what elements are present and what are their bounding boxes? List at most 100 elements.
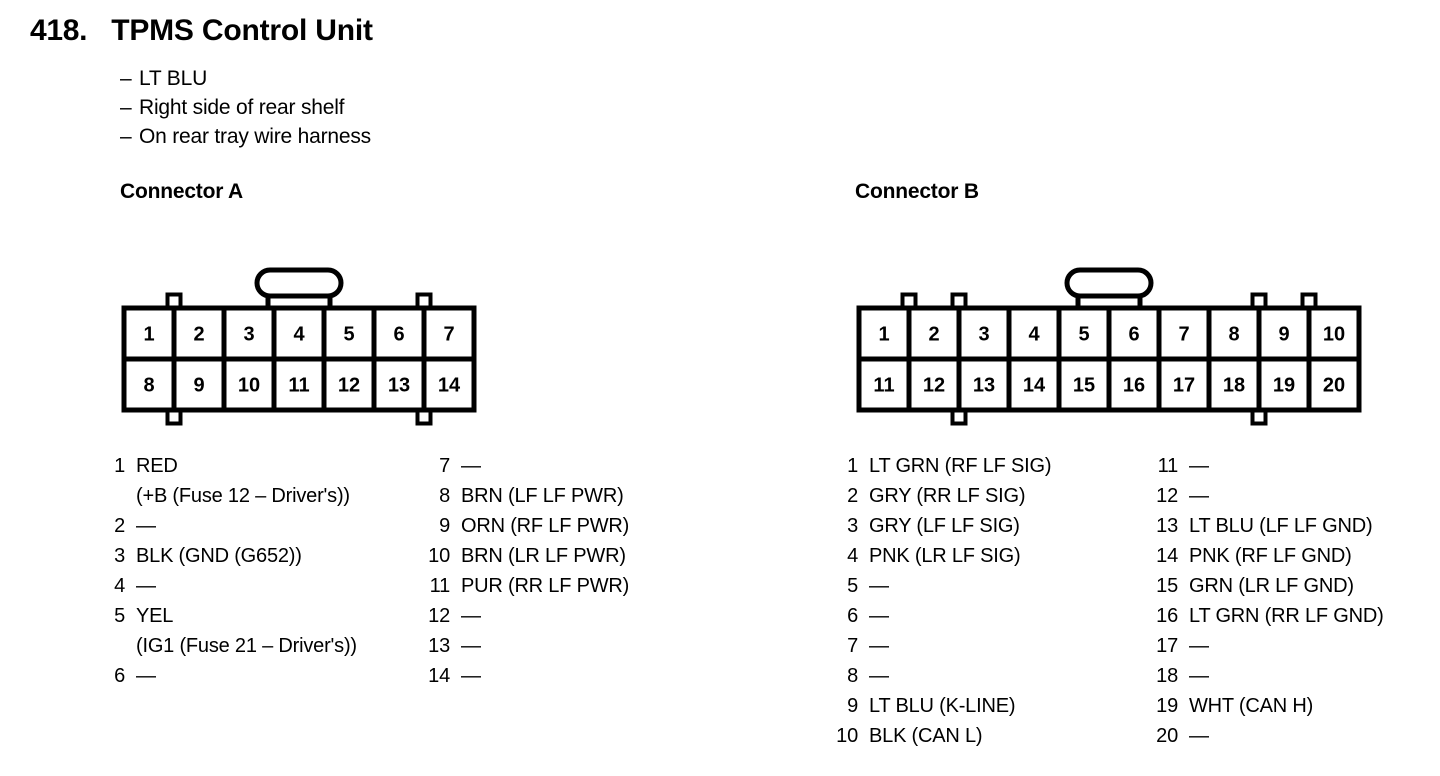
pin-cell-number: 2: [193, 324, 204, 346]
pin-row: 12—: [420, 605, 629, 635]
pin-number: 19: [1156, 695, 1178, 717]
pin-cell-number: 14: [1023, 375, 1046, 397]
pin-row: 9 LT BLU (K-LINE): [828, 695, 1148, 725]
pin-number: 4: [114, 575, 125, 597]
pin-description: ORN (RF LF PWR): [461, 515, 630, 537]
pin-cell-number: 3: [978, 324, 989, 346]
pin-description: (+B (Fuse 12 – Driver's)): [136, 485, 350, 507]
pin-description: RED: [136, 455, 178, 477]
pin-description: —: [1189, 455, 1209, 477]
pin-description: —: [1189, 635, 1209, 657]
pin-row: 11 PUR (RR LF PWR): [420, 575, 630, 605]
pin-description: —: [1189, 725, 1209, 747]
pin-row: 17—: [1148, 635, 1384, 665]
pin-row: 20 —: [1148, 725, 1384, 755]
pin-number: 16: [1156, 605, 1178, 627]
pin-number: 12: [428, 605, 450, 627]
list-item-label: On rear tray wire harness: [139, 125, 371, 148]
pin-cell-number: 6: [1128, 324, 1139, 346]
pin-row: 15 GRN (LR LF GND): [1148, 575, 1384, 605]
pin-cell-number: 12: [338, 375, 360, 397]
pin-description: —: [869, 635, 889, 657]
list-item: –Right side of rear shelf: [120, 93, 371, 122]
pin-number: 7: [439, 455, 450, 477]
pin-cell-number: 13: [973, 375, 995, 397]
pin-row-continuation: (IG1 (Fuse 21 – Driver's)): [95, 635, 420, 665]
pin-description: BRN (LF LF PWR): [461, 485, 624, 507]
pin-description: GRN (LR LF GND): [1189, 575, 1354, 597]
pin-description: PNK (LR LF SIG): [869, 545, 1021, 567]
pin-description: —: [136, 665, 156, 687]
pin-row: 12 —: [1148, 485, 1384, 515]
pin-number: 1: [114, 455, 125, 477]
pin-description: LT GRN (RR LF GND): [1189, 605, 1384, 627]
pin-cell-number: 17: [1173, 375, 1195, 397]
pin-cell-number: 14: [438, 375, 461, 397]
pin-cell-number: 8: [1228, 324, 1239, 346]
pin-number: 15: [1156, 575, 1178, 597]
pin-row: 7—: [828, 635, 1148, 665]
pin-cell-number: 5: [1078, 324, 1089, 346]
pin-description: BRN (LR LF PWR): [461, 545, 626, 567]
pin-number: 1: [847, 455, 858, 477]
pin-row: 8—: [828, 665, 1148, 695]
pin-row: 6—: [828, 605, 1148, 635]
pin-cell-number: 19: [1273, 375, 1295, 397]
pin-description: —: [869, 575, 889, 597]
pin-cell-number: 9: [1278, 324, 1289, 346]
pin-cell-number: 15: [1073, 375, 1095, 397]
pin-cell-number: 1: [878, 324, 889, 346]
pin-description: LT BLU (LF LF GND): [1189, 515, 1373, 537]
pin-number: 13: [1156, 515, 1178, 537]
pin-number: 11: [429, 575, 451, 597]
pin-cell-number: 7: [1178, 324, 1189, 346]
pin-row: 1 RED: [95, 455, 420, 485]
pin-description: —: [869, 605, 889, 627]
pin-cell-number: 8: [143, 375, 154, 397]
pin-cell-number: 3: [243, 324, 254, 346]
pin-cell-number: 4: [1028, 324, 1040, 346]
pin-description: GRY (LF LF SIG): [869, 515, 1020, 537]
pin-description: —: [461, 455, 481, 477]
latch-tab: [254, 267, 344, 299]
pin-cell-number: 10: [1323, 324, 1345, 346]
pin-description: —: [1189, 485, 1209, 507]
pin-description: —: [461, 665, 481, 687]
pin-number: 9: [847, 695, 858, 717]
pin-number: 4: [847, 545, 858, 567]
pin-description: LT BLU (K-LINE): [869, 695, 1016, 717]
pin-cell-number: 2: [928, 324, 939, 346]
connector-b-heading: Connector B: [855, 180, 979, 203]
pin-number: 9: [439, 515, 450, 537]
pin-description: YEL: [136, 605, 174, 627]
location-notes-list: –LT BLU –Right side of rear shelf –On re…: [120, 64, 371, 151]
pin-row: 18—: [1148, 665, 1384, 695]
pin-number: 20: [1156, 725, 1178, 747]
pin-number: 3: [847, 515, 858, 537]
pin-number: 8: [439, 485, 450, 507]
pin-cell-number: 5: [343, 324, 354, 346]
pin-number: 12: [1156, 485, 1178, 507]
pin-cell-number: 9: [193, 375, 204, 397]
page-title-text: TPMS Control Unit: [111, 14, 373, 47]
pin-row: 14—: [420, 665, 629, 695]
pin-row: 13—: [420, 635, 629, 665]
pin-row: 4—: [95, 575, 420, 605]
pin-row: 2—: [95, 515, 420, 545]
pin-description: PUR (RR LF PWR): [461, 575, 630, 597]
